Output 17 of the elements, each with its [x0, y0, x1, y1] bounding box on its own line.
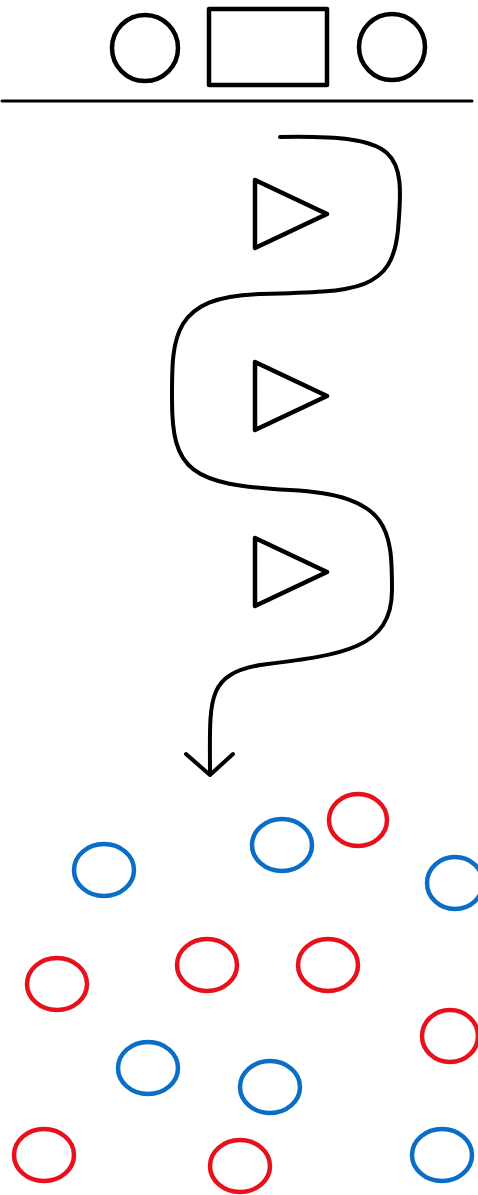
circle [11, 1126, 77, 1184]
circle [71, 841, 137, 899]
circle [115, 1039, 181, 1097]
circle [174, 936, 240, 994]
circle [295, 936, 361, 994]
circle [237, 1058, 303, 1116]
triangle [252, 359, 330, 433]
circle [356, 11, 428, 83]
circle [326, 791, 390, 849]
triangle [252, 535, 330, 609]
circle [249, 816, 315, 874]
circle [109, 12, 181, 84]
rectangle [206, 6, 330, 88]
circle [24, 955, 90, 1013]
circle [409, 1126, 475, 1184]
triangle [252, 177, 330, 251]
circle [207, 1137, 273, 1195]
